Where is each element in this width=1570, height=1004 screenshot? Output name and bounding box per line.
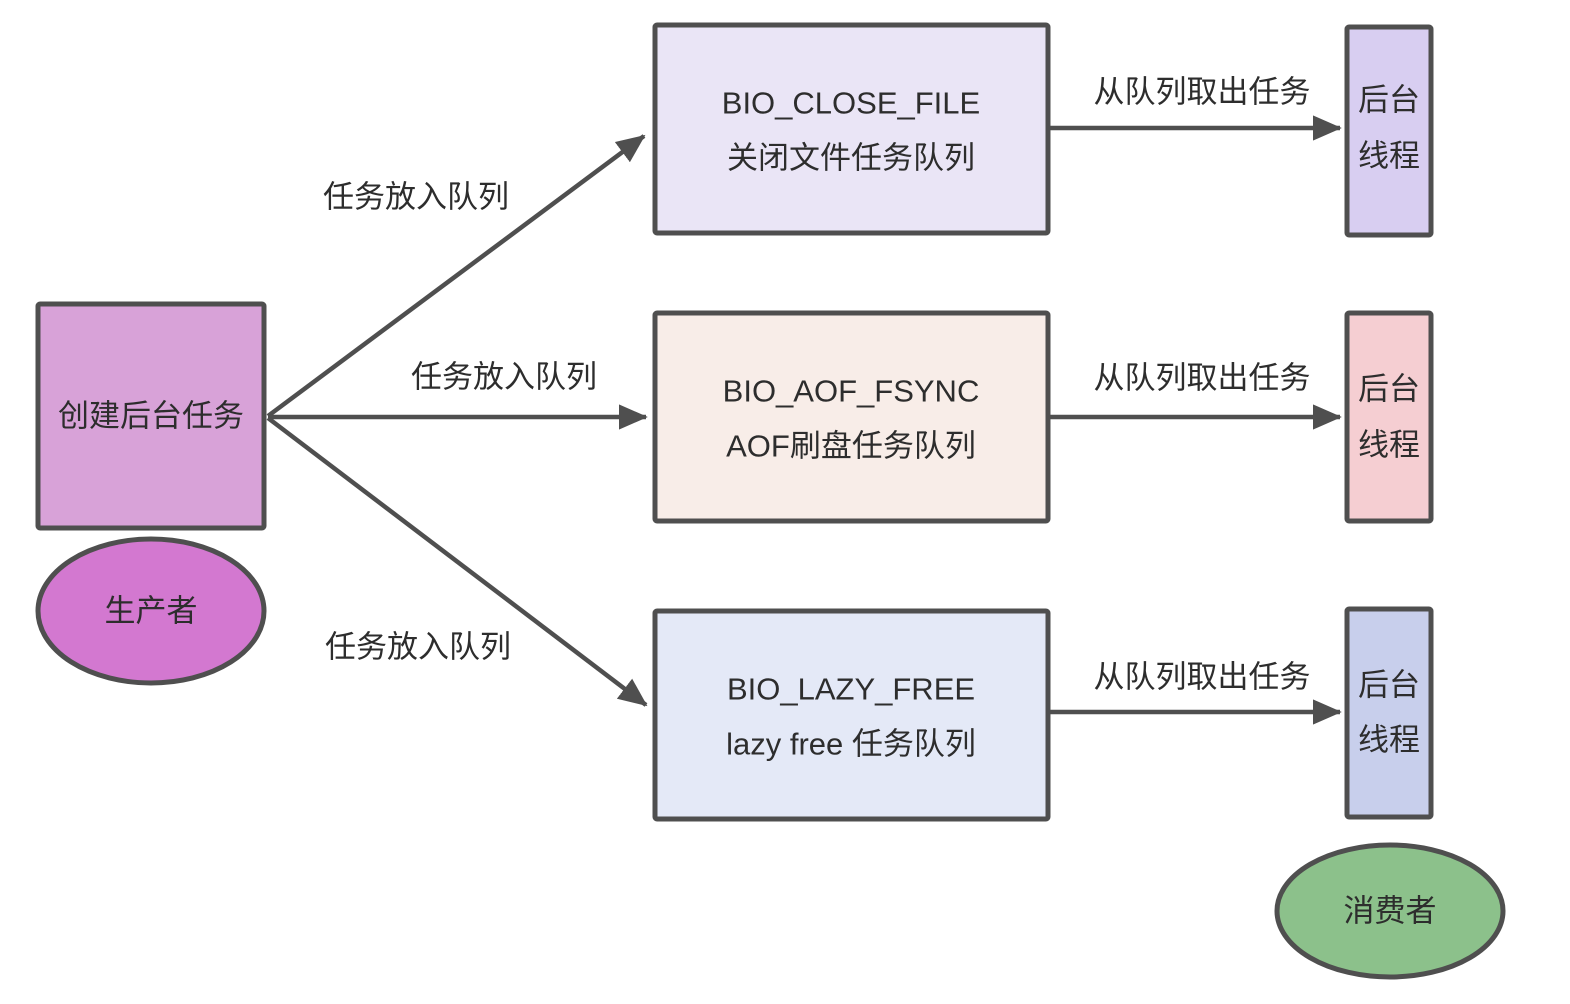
producer-ellipse	[35, 536, 267, 686]
producer-ellipse-label: 生产者	[105, 594, 198, 629]
queue-aof-fsync-name: BIO_AOF_FSYNC	[723, 374, 980, 409]
thread3-label-line1: 后台	[1358, 668, 1420, 703]
queue-box-close-file	[652, 22, 1051, 236]
dequeue-label-1: 从队列取出任务	[1094, 75, 1311, 110]
producer-box	[35, 301, 267, 531]
queue-box-lazy-free	[652, 608, 1051, 822]
thread2-label-line2: 线程	[1358, 428, 1420, 463]
enqueue-label-2: 任务放入队列	[411, 360, 597, 395]
thread1-label-line1: 后台	[1358, 83, 1420, 118]
queue-box-aof-fsync	[652, 310, 1051, 524]
queue-lazy-free-desc: lazy free 任务队列	[726, 727, 976, 762]
arrow-enqueue-close-file	[266, 134, 646, 418]
thread2-label-line1: 后台	[1358, 372, 1420, 407]
enqueue-label-3: 任务放入队列	[325, 630, 511, 665]
thread-box-close-file	[1344, 24, 1434, 238]
thread3-label-line2: 线程	[1358, 723, 1420, 758]
thread1-label-line2: 线程	[1358, 139, 1420, 174]
consumer-ellipse	[1274, 842, 1506, 980]
enqueue-label-1: 任务放入队列	[323, 180, 509, 215]
queue-lazy-free-name: BIO_LAZY_FREE	[727, 672, 975, 707]
arrow-enqueue-lazy-free	[266, 416, 648, 707]
thread-box-lazy-free	[1344, 606, 1434, 820]
queue-close-file-name: BIO_CLOSE_FILE	[722, 86, 980, 121]
consumer-ellipse-label: 消费者	[1344, 894, 1437, 929]
queue-close-file-desc: 关闭文件任务队列	[727, 141, 975, 176]
dequeue-label-2: 从队列取出任务	[1094, 361, 1311, 396]
dequeue-label-3: 从队列取出任务	[1094, 660, 1311, 695]
thread-box-aof-fsync	[1344, 310, 1434, 524]
producer-box-label: 创建后台任务	[58, 399, 244, 434]
queue-aof-fsync-desc: AOF刷盘任务队列	[726, 429, 976, 464]
